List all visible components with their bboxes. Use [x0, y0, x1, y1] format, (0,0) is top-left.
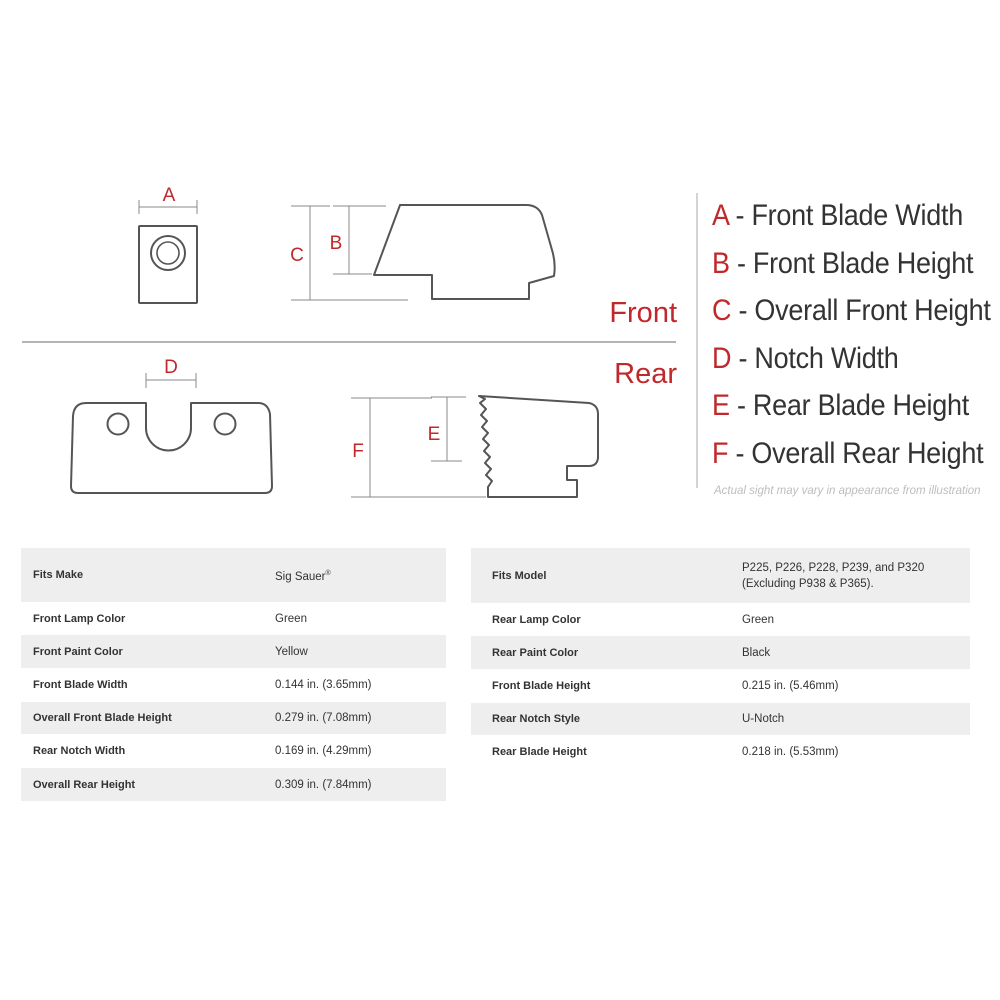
spec-label: Rear Lamp Color	[492, 613, 581, 626]
dimension-d	[145, 373, 197, 388]
dimension-b	[333, 205, 386, 275]
rear-sight-side-profile	[478, 395, 599, 498]
spec-row-front-lamp-color: Front Lamp Color Green	[21, 602, 446, 635]
spec-label: Front Blade Height	[492, 680, 591, 692]
spec-label: Front Blade Width	[33, 679, 128, 691]
legend-item-d: D - Notch Width	[712, 339, 971, 387]
spec-label: Fits Make	[21, 548, 275, 602]
legend-text: - Rear Blade Height	[729, 389, 969, 422]
legend-letter: A	[712, 199, 729, 232]
legend-text: - Overall Front Height	[731, 294, 991, 327]
dim-label-b: B	[330, 233, 343, 254]
spec-value: Yellow	[275, 635, 446, 668]
specs-table-right: Fits Model P225, P226, P228, P239, and P…	[471, 548, 970, 769]
spec-value: P225, P226, P228, P239, and P320 (Excludi…	[742, 548, 970, 603]
legend-text: - Front Blade Height	[729, 246, 974, 280]
rear-section-label: Rear	[614, 358, 677, 390]
spec-value-line-1: P225, P226, P228, P239, and P320	[742, 561, 925, 574]
spec-value: 0.144 in. (3.65mm)	[275, 679, 372, 691]
spec-row-rear-notch-style: Rear Notch Style U-Notch	[471, 703, 970, 735]
dimension-a	[138, 200, 198, 214]
legend-text: - Overall Rear Height	[728, 436, 984, 470]
legend-letter: C	[712, 294, 732, 327]
front-sight-end-view	[138, 225, 198, 304]
dimension-legend: A - Front Blade Width B - Front Blade He…	[712, 196, 1000, 481]
illustration-disclaimer: Actual sight may vary in appearance from…	[714, 485, 981, 497]
legend-text: - Notch Width	[731, 341, 899, 375]
spec-row-front-blade-width: Front Blade Width 0.144 in. (3.65mm)	[21, 668, 446, 702]
dimension-e	[431, 396, 466, 462]
dimension-f	[351, 397, 486, 498]
spec-row-overall-front-blade-height: Overall Front Blade Height 0.279 in. (7.…	[21, 702, 446, 734]
front-section-label: Front	[609, 297, 677, 329]
spec-value: 0.309 in. (7.84mm)	[275, 768, 446, 801]
legend-text: - Front Blade Width	[728, 199, 963, 232]
spec-value: Black	[742, 636, 970, 669]
spec-label: Rear Notch Width	[33, 745, 126, 757]
front-sight-side-profile	[373, 204, 556, 300]
spec-row-rear-paint-color: Rear Paint Color Black	[471, 636, 970, 669]
spec-label: Rear Paint Color	[471, 636, 742, 669]
dim-label-a: A	[163, 185, 176, 206]
spec-row-rear-notch-width: Rear Notch Width 0.169 in. (4.29mm)	[21, 734, 446, 768]
spec-label: Overall Front Blade Height	[21, 702, 275, 734]
dim-label-e: E	[428, 424, 441, 445]
legend-letter: F	[712, 436, 729, 470]
dim-label-d: D	[164, 357, 178, 378]
spec-row-front-paint-color: Front Paint Color Yellow	[21, 635, 446, 668]
spec-label: Overall Rear Height	[21, 768, 275, 801]
legend-letter: B	[712, 246, 730, 280]
spec-row-front-blade-height: Front Blade Height 0.215 in. (5.46mm)	[471, 669, 970, 703]
dim-label-c: C	[290, 245, 304, 266]
spec-value: Sig Sauer®	[275, 548, 446, 602]
spec-value: 0.169 in. (4.29mm)	[275, 745, 372, 757]
spec-value: 0.218 in. (5.53mm)	[742, 746, 839, 758]
legend-letter: D	[712, 341, 732, 375]
spec-row-rear-blade-height: Rear Blade Height 0.218 in. (5.53mm)	[471, 735, 970, 769]
legend-item-f: F - Overall Rear Height	[712, 434, 984, 482]
specs-table-left: Fits Make Sig Sauer® Front Lamp Color Gr…	[21, 548, 446, 801]
legend-item-e: E - Rear Blade Height	[712, 386, 971, 434]
legend-item-b: B - Front Blade Height	[712, 244, 974, 292]
sight-diagram: A B C Front Rear D E F	[22, 185, 698, 498]
spec-label: Front Paint Color	[21, 635, 275, 668]
spec-value: Green	[742, 613, 774, 626]
spec-row-fits-model: Fits Model P225, P226, P228, P239, and P…	[471, 548, 970, 603]
spec-row-fits-make: Fits Make Sig Sauer®	[21, 548, 446, 602]
rear-sight-holes	[106, 412, 237, 436]
dimension-c	[291, 205, 408, 301]
legend-item-c: C - Overall Front Height	[712, 291, 991, 339]
legend-letter: E	[712, 389, 730, 422]
rear-sight-end-view	[70, 402, 273, 494]
spec-row-overall-rear-height: Overall Rear Height 0.309 in. (7.84mm)	[21, 768, 446, 801]
spec-value: Green	[275, 612, 307, 625]
spec-value-text: Sig Sauer	[275, 570, 326, 583]
spec-value: 0.215 in. (5.46mm)	[742, 680, 839, 692]
spec-label: Fits Model	[471, 548, 742, 603]
spec-label: Rear Notch Style	[471, 703, 742, 735]
spec-row-rear-lamp-color: Rear Lamp Color Green	[471, 603, 970, 636]
dim-label-f: F	[352, 441, 364, 462]
spec-value: 0.279 in. (7.08mm)	[275, 702, 446, 734]
legend-item-a: A - Front Blade Width	[712, 196, 971, 244]
registered-mark: ®	[325, 569, 331, 577]
spec-label: Rear Blade Height	[492, 746, 587, 758]
spec-value: U-Notch	[742, 703, 970, 735]
spec-value-line-2: (Excluding P938 & P365).	[742, 577, 874, 590]
spec-label: Front Lamp Color	[33, 612, 126, 625]
